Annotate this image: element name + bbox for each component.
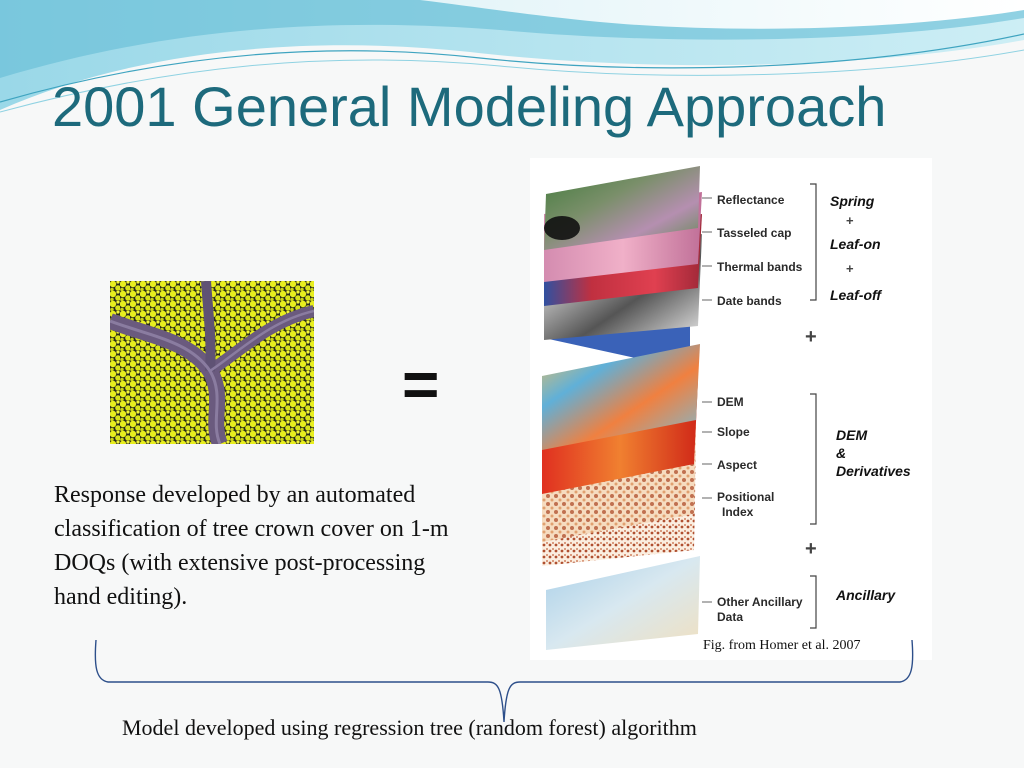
group-label-leaf-off: Leaf-off	[830, 287, 882, 303]
group-label-spring: Spring	[830, 193, 875, 209]
layer-label-slope: Slope	[717, 425, 750, 439]
bottom-curly-brace	[94, 639, 914, 723]
response-description: Response developed by an automated class…	[54, 482, 449, 610]
equals-sign: =	[402, 348, 440, 420]
aerial-tree-crown-image	[110, 281, 314, 444]
header-wave-decoration	[0, 0, 1024, 113]
plus-sign: +	[805, 538, 817, 560]
plus-sign: +	[846, 261, 854, 276]
layer-stack-figure: Reflectance Tasseled cap Thermal bands D…	[530, 158, 932, 660]
model-description: Model developed using regression tree (r…	[122, 715, 697, 740]
slide-title: 2001 General Modeling Approach	[52, 75, 887, 138]
layer-label-tasseled-cap: Tasseled cap	[717, 226, 792, 240]
group-label-dem: DEM	[836, 427, 868, 443]
group-label-derivatives: Derivatives	[836, 463, 911, 479]
layer-label-positional: Positional	[717, 490, 775, 504]
layer-label-aspect: Aspect	[717, 458, 758, 472]
layer-label-dem: DEM	[717, 395, 744, 409]
group-label-ampersand: &	[836, 445, 847, 461]
layer-label-reflectance: Reflectance	[717, 193, 785, 207]
layer-label-index: Index	[722, 505, 754, 519]
group-label-leaf-on: Leaf-on	[830, 236, 881, 252]
layer-stack-illustration	[542, 166, 817, 650]
layer-label-other-ancillary: Other Ancillary	[717, 595, 803, 609]
plus-sign: +	[805, 326, 817, 348]
layer-label-thermal-bands: Thermal bands	[717, 260, 803, 274]
group-label-ancillary: Ancillary	[836, 587, 896, 603]
figure-caption: Fig. from Homer et al. 2007	[703, 638, 861, 653]
layer-label-data: Data	[717, 610, 744, 624]
plus-sign: +	[846, 213, 854, 228]
layer-label-date-bands: Date bands	[717, 294, 782, 308]
